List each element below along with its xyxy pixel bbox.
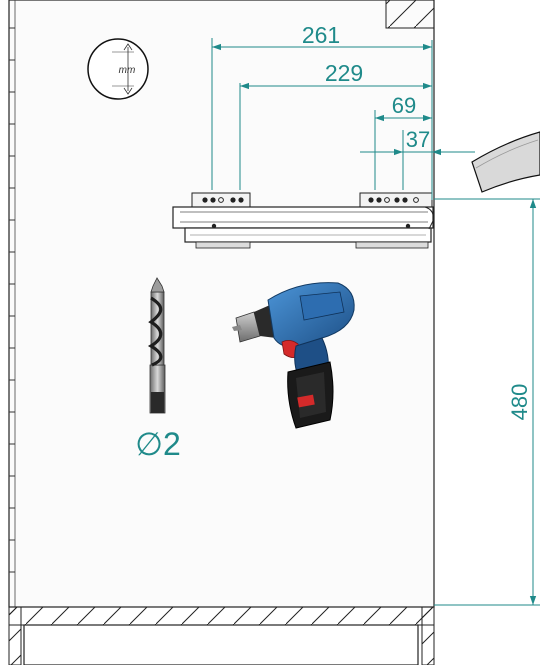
cabinet-panel xyxy=(8,0,435,608)
drawer-front-fragment xyxy=(471,131,540,193)
cordless-drill-icon xyxy=(232,282,355,429)
dimension-labels: 261 229 69 37 480 xyxy=(302,22,532,420)
dimension-lines xyxy=(211,38,540,606)
top-hatch-block xyxy=(385,0,435,29)
dim-69-label: 69 xyxy=(392,93,416,118)
dim-480-label: 480 xyxy=(507,384,532,421)
drill-bit-diameter-label: ∅2 xyxy=(135,426,181,462)
dim-37-label: 37 xyxy=(406,127,430,152)
drawer-runner xyxy=(172,192,434,249)
cabinet-base xyxy=(8,606,435,665)
unit-badge: mm xyxy=(87,38,149,100)
ruler-mm-icon xyxy=(87,38,149,100)
panel-edge-ticks xyxy=(9,27,15,573)
dim-261-label: 261 xyxy=(302,22,340,48)
unit-label: mm xyxy=(119,65,136,76)
drill-bit-icon: ∅2 xyxy=(135,277,181,462)
dim-229-label: 229 xyxy=(325,60,363,86)
